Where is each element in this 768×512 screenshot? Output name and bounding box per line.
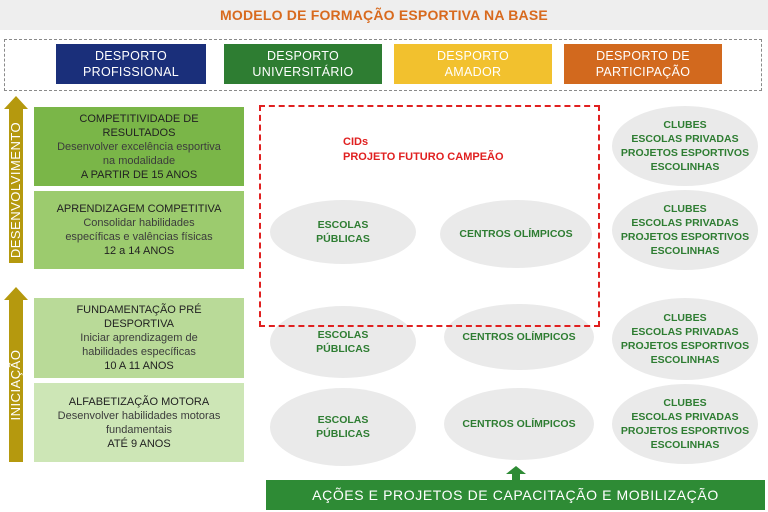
stage-title: COMPETITIVIDADE DE RESULTADOS [79,112,199,139]
phase-label-desenvolvimento: DESENVOLVIMENTO [8,121,23,259]
stage-description: Desenvolver excelência esportiva na moda… [57,140,221,167]
ellipse-clubes: CLUBES ESCOLAS PRIVADAS PROJETOS ESPORTI… [612,190,758,270]
ellipse-clubes: CLUBES ESCOLAS PRIVADAS PROJETOS ESPORTI… [612,298,758,380]
stage-age: 10 A 11 ANOS [104,360,174,372]
category-profissional: DESPORTO PROFISSIONAL [56,44,206,84]
up-arrow-icon [506,466,526,481]
stage-age: 12 a 14 ANOS [103,245,175,257]
ellipse-clubes: CLUBES ESCOLAS PRIVADAS PROJETOS ESPORTI… [612,384,758,464]
stage-title: FUNDAMENTAÇÃO PRÉ DESPORTIVA [76,304,202,330]
highlight-label: CIDs PROJETO FUTURO CAMPEÃO [343,135,504,165]
diagram-title: MODELO DE FORMAÇÃO ESPORTIVA NA BASE [220,7,548,23]
stage-title: APRENDIZAGEM COMPETITIVA [56,203,222,215]
ellipse-centros-olimpicos: CENTROS OLÍMPICOS [444,388,594,460]
up-arrow-icon [4,287,28,462]
ellipse-escolas-publicas: ESCOLAS PÚBLICAS [270,388,416,466]
category-amador: DESPORTO AMADOR [394,44,552,84]
ellipse-centros-olimpicos: CENTROS OLÍMPICOS [440,200,592,268]
highlight-projeto: PROJETO FUTURO CAMPEÃO [343,151,504,163]
categories-frame [4,39,762,91]
highlight-cids: CIDs [343,136,369,148]
title-bar: MODELO DE FORMAÇÃO ESPORTIVA NA BASE [0,0,768,30]
highlight-frame [259,105,600,327]
ellipse-escolas-publicas: ESCOLAS PÚBLICAS [270,200,416,264]
stage-aprendizagem: APRENDIZAGEM COMPETITIVA Consolidar habi… [34,191,244,269]
ellipse-centros-olimpicos: CENTROS OLÍMPICOS [444,304,594,370]
ellipse-escolas-publicas: ESCOLAS PÚBLICAS [270,306,416,378]
stage-competitividade: COMPETITIVIDADE DE RESULTADOS Desenvolve… [34,107,244,186]
ellipse-clubes: CLUBES ESCOLAS PRIVADAS PROJETOS ESPORTI… [612,106,758,186]
category-participacao: DESPORTO DE PARTICIPAÇÃO [564,44,722,84]
stage-fundamentacao: FUNDAMENTAÇÃO PRÉ DESPORTIVA Iniciar apr… [34,298,244,378]
stage-age: A PARTIR DE 15 ANOS [80,168,198,181]
stage-description: Desenvolver habilidades motoras fundamen… [57,409,221,436]
footer-bar: AÇÕES E PROJETOS DE CAPACITAÇÃO E MOBILI… [266,480,765,510]
stage-description: Consolidar habilidades específicas e val… [65,217,213,243]
stage-age: ATÉ 9 ANOS [107,437,171,450]
stage-title: ALFABETIZAÇÃO MOTORA [68,395,210,408]
up-arrow-icon [4,96,28,263]
stage-alfabetizacao: ALFABETIZAÇÃO MOTORA Desenvolver habilid… [34,383,244,462]
category-universitario: DESPORTO UNIVERSITÁRIO [224,44,382,84]
stage-description: Iniciar aprendizagem de habilidades espe… [80,332,198,358]
arrow-iniciacao: INICIAÇÃO [4,287,28,462]
arrow-desenvolvimento: DESENVOLVIMENTO [4,96,28,263]
phase-label-iniciacao: INICIAÇÃO [8,349,23,421]
